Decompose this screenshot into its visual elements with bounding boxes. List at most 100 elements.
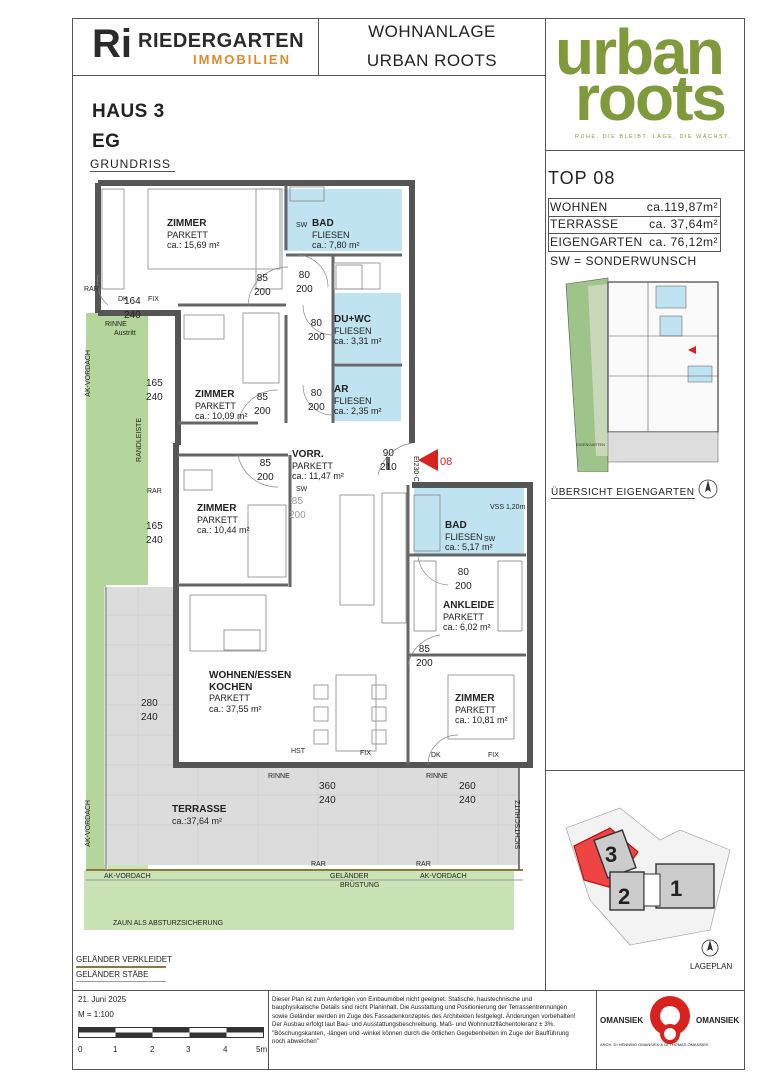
ak-vordach-label: AK-VORDACH	[85, 800, 92, 847]
urban-roots-logo-line-1: urban	[555, 16, 725, 88]
divider	[545, 150, 745, 151]
bathroom-tile	[284, 189, 402, 251]
unit-top: TOP 08	[548, 168, 616, 188]
divider	[72, 75, 545, 76]
sichtschutz-label: SICHTSCHUTZ	[515, 800, 522, 850]
architect-name-left: OMANSIEK	[600, 1016, 644, 1025]
plan-date: 21. Juni 2025	[78, 995, 127, 1004]
divider	[268, 990, 269, 1070]
svg-text:EIGENGARTEN: EIGENGARTEN	[576, 442, 605, 447]
divider	[545, 18, 546, 770]
logo-tagline: RUHE, DIE BLEIBT. LAGE, DIE WÄCHST.	[575, 134, 732, 140]
rinne-annotation: RINNE	[268, 773, 290, 780]
plan-scale: M = 1:100	[78, 1010, 114, 1019]
vss-annotation: VSS 1,20m	[490, 504, 526, 511]
divider	[318, 18, 319, 75]
plan-type-label: GRUNDRISS	[90, 157, 176, 172]
architect-name-right: OMANSIEK	[696, 1016, 740, 1025]
bruestung-label: BRÜSTUNG	[340, 882, 380, 889]
architect-small: ARCH. DI HENNING OMANSIEK & DI THOMAS OM…	[600, 1042, 709, 1047]
rar-annotation: RAR	[416, 861, 431, 868]
legend-swatch	[76, 966, 166, 968]
north-arrow-icon	[701, 939, 719, 957]
entry-marker-label: 08	[440, 456, 453, 468]
architect-logo-icon	[650, 996, 690, 1044]
riedergarten-logo: Ri	[92, 22, 132, 67]
rar-annotation: RAR	[311, 861, 326, 868]
disclaimer: Dieser Plan ist zum Anfertigen von Einba…	[272, 996, 576, 1046]
floor-plan-drawing	[84, 180, 533, 930]
divider	[596, 990, 597, 1070]
project-line-1: WOHNANLAGE	[368, 22, 496, 41]
svg-text:3: 3	[605, 842, 617, 867]
garden-area	[86, 313, 148, 880]
project-line-2: URBAN ROOTS	[366, 51, 498, 70]
dk-annotation: DK	[118, 296, 128, 303]
house-label: HAUS 3	[92, 101, 165, 122]
hst-annotation: HST	[291, 748, 305, 755]
urban-roots-logo-line-2: roots	[575, 62, 727, 134]
svg-text:1: 1	[670, 876, 682, 901]
entry-marker-icon	[418, 449, 438, 471]
ak-vordach-label: AK-VORDACH	[85, 350, 92, 397]
sw-note: SW = SONDERWUNSCH	[550, 254, 697, 268]
lageplan-label: LAGEPLAN	[690, 962, 733, 971]
dk-annotation: DK	[431, 752, 441, 759]
austritt-annotation: Austritt	[114, 330, 136, 337]
rinne-annotation: RINNE	[426, 773, 448, 780]
ak-vordach-label: AK-VORDACH	[104, 873, 151, 880]
area-row-eigengarten: EIGENGARTEN ca. 76,12m²	[548, 234, 720, 252]
divider	[72, 990, 745, 991]
site-plan: 3 2 1	[565, 807, 731, 946]
north-arrow-icon	[698, 479, 718, 499]
brand-name: RIEDERGARTEN	[138, 30, 305, 52]
sheet-frame	[72, 18, 745, 1070]
randleiste-label: RANDLEISTE	[136, 418, 143, 462]
overview-label: ÜBERSICHT EIGENGARTEN	[551, 487, 695, 499]
fix-annotation: FIX	[360, 750, 371, 757]
fix-annotation: FIX	[488, 752, 499, 759]
rar-annotation: RAR	[84, 286, 99, 293]
legend-item: GELÄNDER VERKLEIDET	[76, 955, 173, 964]
rinne-annotation: RINNE	[105, 321, 127, 328]
scale-bar	[78, 1027, 264, 1038]
legend-swatch	[76, 981, 166, 982]
fix-annotation: FIX	[148, 296, 159, 303]
legend-item: GELÄNDER STÄBE	[76, 970, 149, 979]
zaun-label: ZAUN ALS ABSTURZSICHERUNG	[113, 920, 224, 927]
area-row-terrasse: TERRASSE ca. 37,64m²	[548, 216, 720, 234]
area-row-wohnen: WOHNEN ca.119,87m²	[548, 198, 720, 217]
divider	[545, 770, 745, 771]
gelaender-label: GELÄNDER	[330, 873, 369, 880]
ei-annotation: EI230-C	[412, 456, 419, 482]
floor-label: EG	[92, 131, 121, 152]
sw-annotation: SW	[296, 486, 308, 493]
ak-vordach-label: AK-VORDACH	[420, 873, 467, 880]
sw-annotation: SW	[484, 536, 496, 543]
